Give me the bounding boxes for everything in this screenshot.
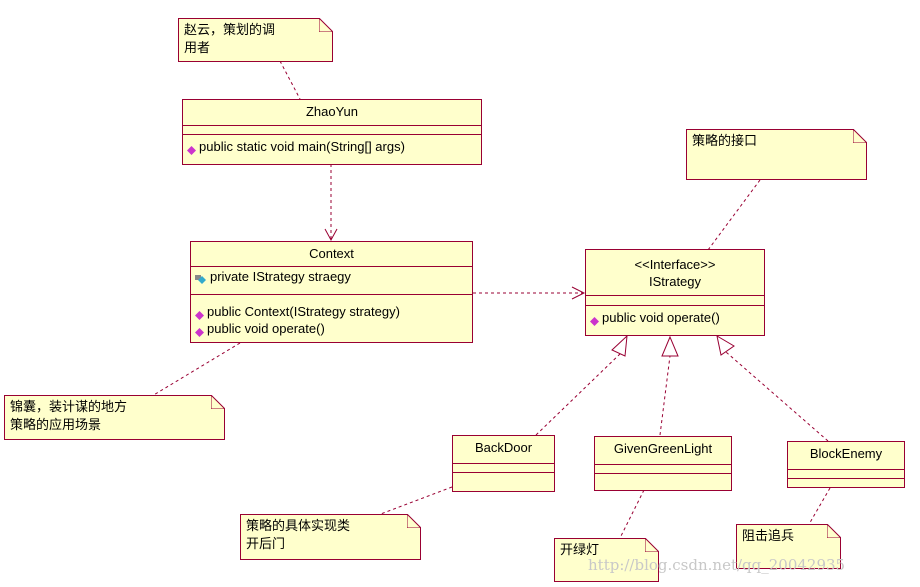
attributes-compartment xyxy=(183,126,481,135)
note-backdoor: 策略的具体实现类 开后门 xyxy=(240,514,421,560)
operations-compartment: public Context(IStrategy strategy) publi… xyxy=(191,295,472,340)
realization-block xyxy=(725,351,829,442)
note-link-zhaoyun xyxy=(279,60,301,100)
private-attribute-icon xyxy=(195,272,207,284)
arrowhead-istrategy xyxy=(571,286,586,300)
note-link-interface xyxy=(707,179,761,251)
class-istrategy[interactable]: <<Interface>> IStrategy public void oper… xyxy=(585,249,765,336)
note-fold xyxy=(853,129,867,143)
operation: public void operate() xyxy=(195,320,468,337)
triangle-backdoor xyxy=(611,334,628,357)
class-name-compartment: <<Interface>> IStrategy xyxy=(586,250,764,296)
note-backdoor-line-1: 策略的具体实现类 xyxy=(246,519,351,534)
attributes-compartment: private IStrategy straegy xyxy=(191,267,472,295)
operations-compartment: public static void main(String[] args) xyxy=(183,135,481,158)
stereotype: <<Interface>> xyxy=(634,257,716,272)
attributes-compartment xyxy=(788,470,904,479)
note-fold xyxy=(827,524,841,538)
note-zhaoyun-line-1: 赵云，策划的调 xyxy=(184,23,276,38)
watermark: http://blog.csdn.net/qq_20042935 xyxy=(588,556,846,574)
note-fold xyxy=(319,18,333,32)
operations-compartment xyxy=(788,479,904,485)
note-green-line-1: 开绿灯 xyxy=(560,543,600,558)
operation-signature: public void operate() xyxy=(207,321,325,336)
note-context-line-1: 锦囊，装计谋的地方 xyxy=(10,400,128,415)
operation-signature: public static void main(String[] args) xyxy=(199,139,405,154)
attributes-compartment xyxy=(453,464,554,473)
note-link-backdoor xyxy=(377,486,453,516)
operation-signature: public void operate() xyxy=(602,310,720,325)
note-interface-line-1: 策略的接口 xyxy=(692,134,758,149)
operations-compartment: public void operate() xyxy=(586,306,764,329)
operation: public Context(IStrategy strategy) xyxy=(195,303,468,320)
class-zhaoyun[interactable]: ZhaoYun public static void main(String[]… xyxy=(182,99,482,165)
class-given-green-light[interactable]: GivenGreenLight xyxy=(594,436,732,491)
note-backdoor-line-2: 开后门 xyxy=(246,537,286,552)
operations-compartment xyxy=(453,473,554,479)
class-block-enemy[interactable]: BlockEnemy xyxy=(787,441,905,488)
triangle-block xyxy=(716,334,735,356)
note-context: 锦囊，装计谋的地方 策略的应用场景 xyxy=(4,395,225,440)
class-name: BlockEnemy xyxy=(788,442,904,470)
note-green: 开绿灯 xyxy=(554,538,659,582)
attribute-signature: private IStrategy straegy xyxy=(210,269,351,284)
realization-green xyxy=(659,355,671,436)
note-link-block xyxy=(807,487,831,527)
public-operation-icon xyxy=(590,313,599,326)
operation: public static void main(String[] args) xyxy=(187,138,477,155)
note-block: 阻击追兵 xyxy=(736,524,841,569)
attribute: private IStrategy straegy xyxy=(195,268,468,285)
class-name: IStrategy xyxy=(648,274,702,289)
operation: public void operate() xyxy=(590,309,760,326)
class-name: BackDoor xyxy=(453,436,554,464)
triangle-green xyxy=(661,335,679,357)
public-operation-icon xyxy=(195,324,204,337)
operations-compartment xyxy=(595,474,731,480)
class-context[interactable]: Context private IStrategy straegy public… xyxy=(190,241,473,343)
arrowhead-context xyxy=(324,228,338,242)
class-name: Context xyxy=(191,242,472,267)
attributes-compartment xyxy=(586,296,764,306)
note-link-context xyxy=(151,342,241,397)
note-interface: 策略的接口 xyxy=(686,129,867,180)
note-context-line-2: 策略的应用场景 xyxy=(10,418,102,433)
realization-backdoor xyxy=(535,351,623,436)
operation-signature: public Context(IStrategy strategy) xyxy=(207,304,400,319)
note-fold xyxy=(211,395,225,409)
class-name: GivenGreenLight xyxy=(595,437,731,465)
public-operation-icon xyxy=(187,142,196,155)
class-name: ZhaoYun xyxy=(183,100,481,126)
public-operation-icon xyxy=(195,307,204,320)
note-link-green xyxy=(619,489,645,539)
note-fold xyxy=(407,514,421,528)
attributes-compartment xyxy=(595,465,731,474)
note-fold xyxy=(645,538,659,552)
note-zhaoyun: 赵云，策划的调 用者 xyxy=(178,18,333,62)
note-zhaoyun-line-2: 用者 xyxy=(184,41,211,56)
note-block-line-1: 阻击追兵 xyxy=(742,529,795,544)
class-backdoor[interactable]: BackDoor xyxy=(452,435,555,492)
